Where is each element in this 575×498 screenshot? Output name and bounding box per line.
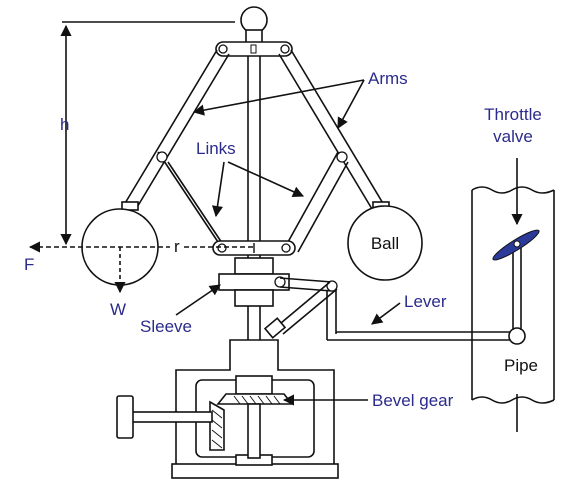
right-link: [287, 151, 349, 253]
pipe-label: Pipe: [504, 356, 538, 375]
sleeve-label-group: Sleeve: [140, 284, 221, 336]
right-arm-link-joint: [336, 151, 348, 163]
lower-collar: [212, 240, 296, 256]
bevel-gear-label-group: Bevel gear: [282, 391, 454, 410]
height-label: h: [60, 115, 69, 134]
left-arm-link-joint: [156, 151, 168, 163]
lever-label-group: Lever: [371, 292, 447, 325]
bevel-gear: [209, 375, 294, 459]
lever: [327, 327, 526, 345]
right-ball: Ball: [347, 201, 423, 281]
top-bar: [215, 41, 293, 57]
bevel-gear-label: Bevel gear: [372, 391, 454, 410]
lever-label: Lever: [404, 292, 447, 311]
links-label: Links: [196, 139, 236, 158]
force-label: F: [24, 255, 34, 274]
arms-label: Arms: [368, 69, 408, 88]
weight-label: W: [110, 300, 126, 319]
weight-arrow: W: [110, 247, 126, 319]
left-link: [157, 151, 229, 253]
height-dimension: h: [60, 21, 235, 246]
pipe: Pipe: [471, 186, 555, 432]
ball-label: Ball: [371, 234, 399, 253]
throttle-label-line2: valve: [493, 127, 533, 146]
top-knob: [240, 6, 268, 45]
sleeve-label: Sleeve: [140, 317, 192, 336]
bell-crank: [263, 277, 338, 340]
links-label-group: Links: [196, 139, 305, 218]
throttle-label-line1: Throttle: [484, 105, 542, 124]
input-shaft: [116, 395, 213, 439]
throttle-valve: Throttle valve: [484, 105, 542, 330]
radius-dimension: r F: [24, 237, 254, 274]
radius-label: r: [174, 237, 180, 256]
arms-label-group: Arms: [192, 69, 408, 129]
left-ball: [81, 201, 159, 286]
left-arm: [123, 49, 230, 210]
sleeve: [218, 257, 290, 307]
